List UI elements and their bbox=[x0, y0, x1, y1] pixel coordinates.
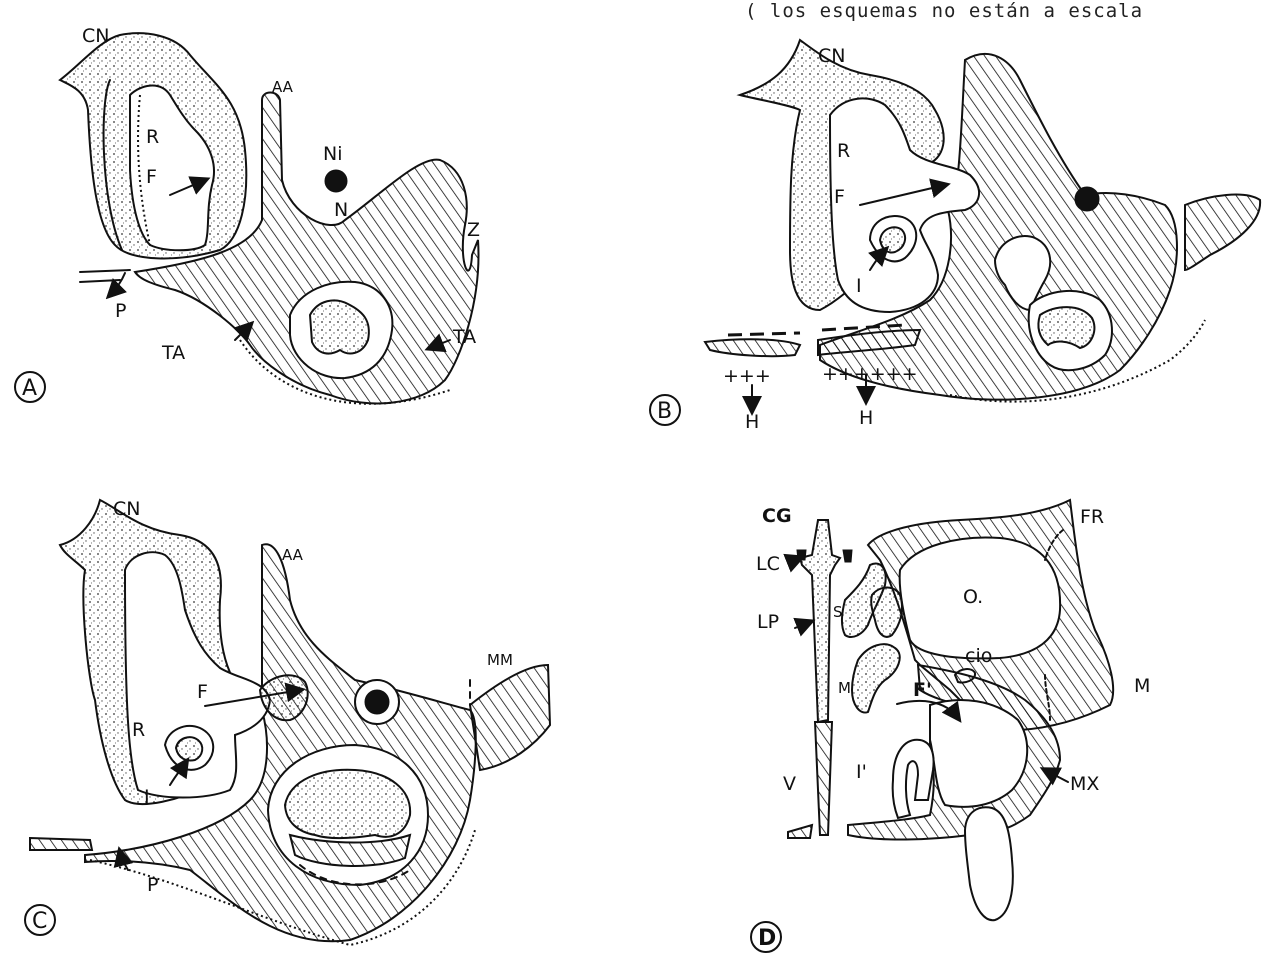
panel-c-label-p: P bbox=[147, 874, 158, 896]
panel-d-label-v: V bbox=[783, 773, 796, 795]
panel-d-lp-arrow bbox=[795, 622, 810, 628]
panel-a-label-n: N bbox=[334, 199, 348, 221]
panel-b-label-r: R bbox=[837, 140, 850, 162]
panel-a-label-ni: Ni bbox=[323, 143, 343, 165]
panel-a-nerve-dot bbox=[325, 170, 347, 192]
panel-b: +++ ++++++ B CN R F I H H bbox=[650, 40, 1260, 433]
panel-d-label-fr: FR bbox=[1080, 506, 1104, 528]
panel-b-plus-right: ++++++ bbox=[822, 363, 918, 385]
panel-b-letter: B bbox=[657, 399, 672, 424]
panel-b-label-cn: CN bbox=[818, 45, 845, 67]
panel-d-label-lc: LC bbox=[756, 553, 780, 575]
panel-d-palate-left bbox=[788, 825, 812, 838]
panel-b-label-h-right: H bbox=[859, 407, 873, 429]
panel-c-label-aa: AA bbox=[282, 546, 304, 564]
panel-c-label-f: F bbox=[197, 681, 208, 703]
panel-a-palate-left bbox=[80, 270, 130, 272]
panel-a-label-ta-right: TA bbox=[452, 326, 476, 348]
panel-c-palate-left bbox=[30, 838, 92, 850]
panel-b-right-fragment bbox=[1185, 195, 1260, 270]
panel-d-tooth-root bbox=[965, 807, 1013, 920]
panel-b-palate-left bbox=[705, 339, 800, 356]
panel-a-label-r: R bbox=[146, 126, 159, 148]
panel-d-label-cio: cio bbox=[965, 645, 992, 667]
panel-d-lc-right bbox=[843, 550, 852, 562]
panel-a-label-p: P bbox=[115, 300, 126, 322]
panel-d-label-f-prime: F' bbox=[913, 679, 932, 701]
panel-b-label-i: I bbox=[856, 275, 862, 297]
panel-d-ethmoid-m bbox=[852, 644, 900, 712]
panel-c-inner-fold-core bbox=[176, 737, 202, 760]
panel-d-label-i-prime: I' bbox=[856, 761, 867, 783]
panel-a-label-ta-left: TA bbox=[161, 342, 185, 364]
panel-c-label-cn: CN bbox=[113, 498, 140, 520]
panel-d-label-m-outer: M bbox=[1134, 675, 1150, 697]
panel-d-letter: D bbox=[758, 926, 776, 951]
panel-c: C CN AA MM F R I P bbox=[25, 498, 550, 945]
panel-b-label-f: F bbox=[834, 186, 845, 208]
panel-a: A CN AA R F Ni N Z P TA TA bbox=[15, 25, 480, 404]
panel-b-label-h-left: H bbox=[745, 411, 759, 433]
panel-d-ethmoid-mid bbox=[871, 588, 902, 637]
panel-a-label-f: F bbox=[146, 166, 157, 188]
panel-c-nerve-dot bbox=[365, 690, 389, 714]
panel-d-label-lp: LP bbox=[757, 611, 779, 633]
panel-d-vomer bbox=[815, 722, 832, 835]
panel-a-p-arrow bbox=[110, 273, 125, 295]
panel-c-label-i: I bbox=[144, 786, 150, 808]
panel-d-i-prime bbox=[893, 740, 934, 818]
panel-a-label-z: Z bbox=[467, 219, 480, 241]
panel-c-label-mm: MM bbox=[487, 651, 513, 669]
panel-a-palate-left-2 bbox=[80, 280, 120, 282]
panel-c-label-r: R bbox=[132, 719, 145, 741]
panel-a-label-aa: AA bbox=[272, 78, 294, 96]
panel-b-dashes-left bbox=[728, 333, 800, 335]
panel-d: D CG LC LP S M O. cio FR M F' I' V MX bbox=[751, 500, 1150, 952]
panel-b-nerve-dot bbox=[1075, 187, 1099, 211]
panel-a-letter: A bbox=[22, 376, 37, 401]
panel-d-label-s: S bbox=[833, 603, 843, 621]
panel-d-label-m-inner: M bbox=[838, 679, 851, 697]
panel-d-label-o: O. bbox=[963, 586, 983, 608]
panel-b-inner-fold-core bbox=[880, 227, 905, 252]
panel-a-label-cn: CN bbox=[82, 25, 109, 47]
panel-c-mm-right bbox=[470, 665, 550, 770]
panel-b-plus-left: +++ bbox=[723, 365, 771, 387]
panel-d-label-mx: MX bbox=[1070, 773, 1099, 795]
panel-c-tooth-crown bbox=[285, 770, 410, 838]
panel-c-letter: C bbox=[32, 909, 47, 934]
panel-d-label-cg: CG bbox=[762, 505, 792, 527]
panel-b-tooth-lower-core bbox=[1038, 307, 1094, 348]
